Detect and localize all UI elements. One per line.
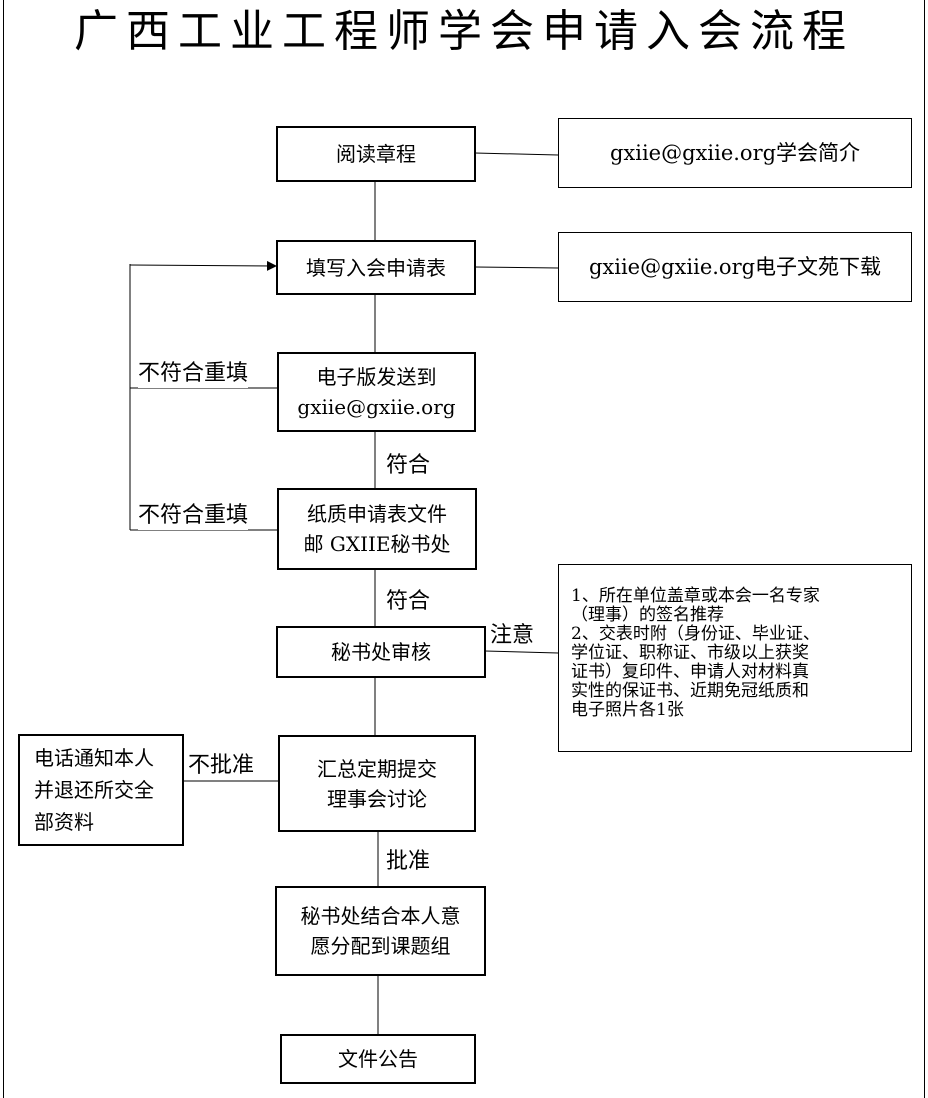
side-download-link-text: gxiie@gxiie.org电子文苑下载	[588, 255, 882, 279]
note-line: 实性的保证书、近期免冠纸质和	[571, 681, 809, 701]
label-attention: 注意	[490, 622, 535, 650]
side-notify-reject-text: 电话通知本人 并退还所交全 部资料	[34, 746, 154, 834]
page-title: 广西工业工程师学会申请入会流程	[74, 6, 854, 57]
label-refill-1: 不符合重填	[138, 360, 249, 388]
page-border-right	[924, 0, 925, 1098]
connector-fill-download	[474, 266, 559, 269]
side-intro-link-text: gxiie@gxiie.org学会简介	[609, 141, 861, 165]
label-ok-2: 符合	[386, 588, 431, 616]
connector-read-intro	[474, 152, 559, 156]
step-council-summary-text: 汇总定期提交 理事会讨论	[317, 756, 437, 811]
note-line: （理事）的签名推荐	[571, 605, 724, 625]
note-line: 证书）复印件、申请人对材料真	[571, 662, 809, 682]
label-ok-1: 符合	[386, 452, 431, 480]
note-line: 电子照片各1张	[571, 700, 684, 720]
label-refill-2: 不符合重填	[138, 502, 249, 530]
loop-arrow-to-fill	[129, 260, 277, 271]
note-line: 学位证、职称证、市级以上获奖	[571, 643, 809, 663]
step-send-email-text: 电子版发送到 gxiie@gxiie.org	[297, 365, 456, 419]
note-requirements: 1、所在单位盖章或本会一名专家 （理事）的签名推荐 2、交表时附（身份证、毕业证…	[558, 564, 912, 752]
step-secretariat-review: 秘书处审核	[276, 626, 486, 678]
step-fill-form-text: 填写入会申请表	[306, 255, 446, 280]
step-assign-group: 秘书处结合本人意 愿分配到课题组	[275, 886, 486, 976]
step-secretariat-review-text: 秘书处审核	[331, 640, 431, 664]
step-read-charter: 阅读章程	[276, 126, 476, 182]
side-notify-reject: 电话通知本人 并退还所交全 部资料	[18, 734, 184, 846]
step-council-summary: 汇总定期提交 理事会讨论	[278, 735, 476, 832]
step-send-email: 电子版发送到 gxiie@gxiie.org	[277, 352, 476, 432]
page-border-left	[3, 0, 4, 1098]
step-read-charter-text: 阅读章程	[336, 142, 416, 166]
note-line: 2、交表时附（身份证、毕业证、	[571, 624, 820, 644]
side-download-link: gxiie@gxiie.org电子文苑下载	[558, 232, 912, 302]
step-fill-form: 填写入会申请表	[276, 240, 476, 295]
note-line: 1、所在单位盖章或本会一名专家	[571, 586, 820, 606]
step-mail-paper: 纸质申请表文件 邮 GXIIE秘书处	[277, 488, 477, 570]
connector-review-note	[484, 650, 559, 654]
step-assign-group-text: 秘书处结合本人意 愿分配到课题组	[300, 904, 461, 958]
step-announcement: 文件公告	[280, 1034, 476, 1084]
label-approve: 批准	[386, 848, 431, 876]
label-reject: 不批准	[188, 752, 255, 780]
side-intro-link: gxiie@gxiie.org学会简介	[558, 118, 912, 188]
step-announcement-text: 文件公告	[338, 1047, 418, 1071]
step-mail-paper-text: 纸质申请表文件 邮 GXIIE秘书处	[303, 502, 451, 556]
